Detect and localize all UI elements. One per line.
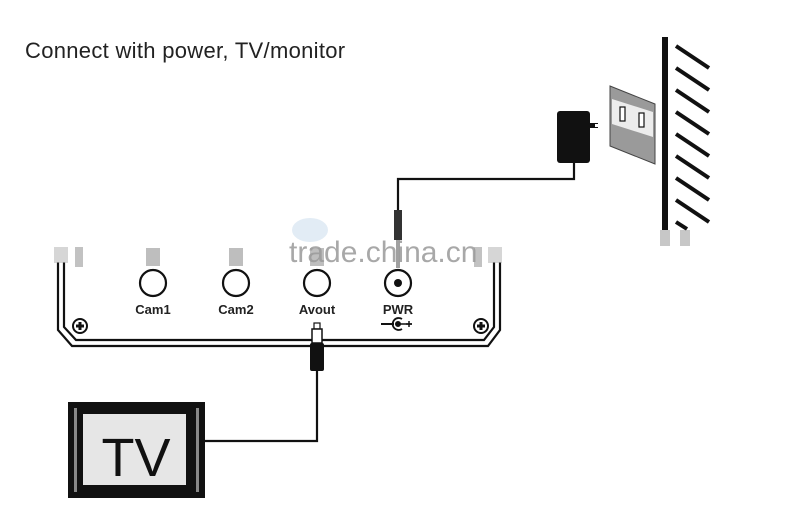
diagram-title: Connect with power, TV/monitor xyxy=(25,38,346,63)
screw-left-icon xyxy=(72,318,88,334)
port-cam1-label: Cam1 xyxy=(135,302,170,317)
power-cable xyxy=(394,162,576,268)
watermark: trade.china.cn xyxy=(289,218,477,269)
port-cam2-label: Cam2 xyxy=(218,302,253,317)
wall-outlet-icon xyxy=(609,85,656,165)
faded-edges xyxy=(54,247,502,267)
port-avout-label: Avout xyxy=(299,302,336,317)
av-cable xyxy=(204,322,324,443)
watermark-text: trade.china.cn xyxy=(289,236,477,269)
port-pwr: PWR xyxy=(383,268,414,317)
port-cam2: Cam2 xyxy=(218,268,254,317)
tv-icon: TV xyxy=(68,402,205,498)
device-enclosure xyxy=(56,262,502,348)
power-adapter-icon xyxy=(557,111,598,163)
screw-right-icon xyxy=(473,318,489,334)
port-pwr-label: PWR xyxy=(383,302,414,317)
wall-icon xyxy=(660,37,711,246)
dc-polarity-icon xyxy=(381,317,412,331)
port-avout: Avout xyxy=(299,268,336,317)
tv-label: TV xyxy=(101,428,170,488)
port-cam1: Cam1 xyxy=(135,268,171,317)
